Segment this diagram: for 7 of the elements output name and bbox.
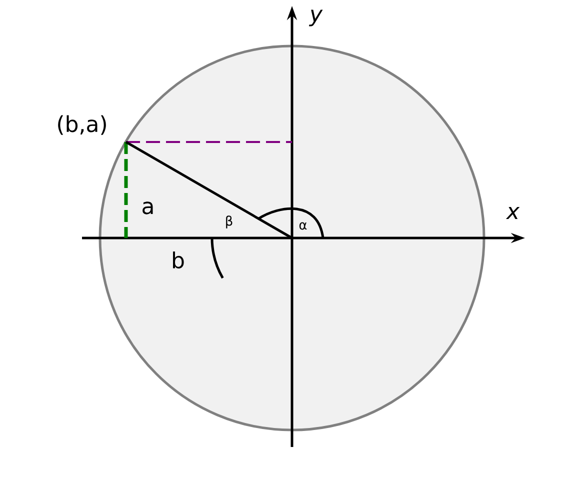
angle-label: β — [226, 216, 232, 228]
axis-label: x — [506, 207, 520, 220]
axis-label: y — [308, 10, 323, 26]
side-label: a — [142, 202, 153, 214]
side-label: b — [173, 252, 184, 269]
angle-label: α — [299, 222, 307, 230]
point-label: (b,a) — [58, 115, 106, 135]
